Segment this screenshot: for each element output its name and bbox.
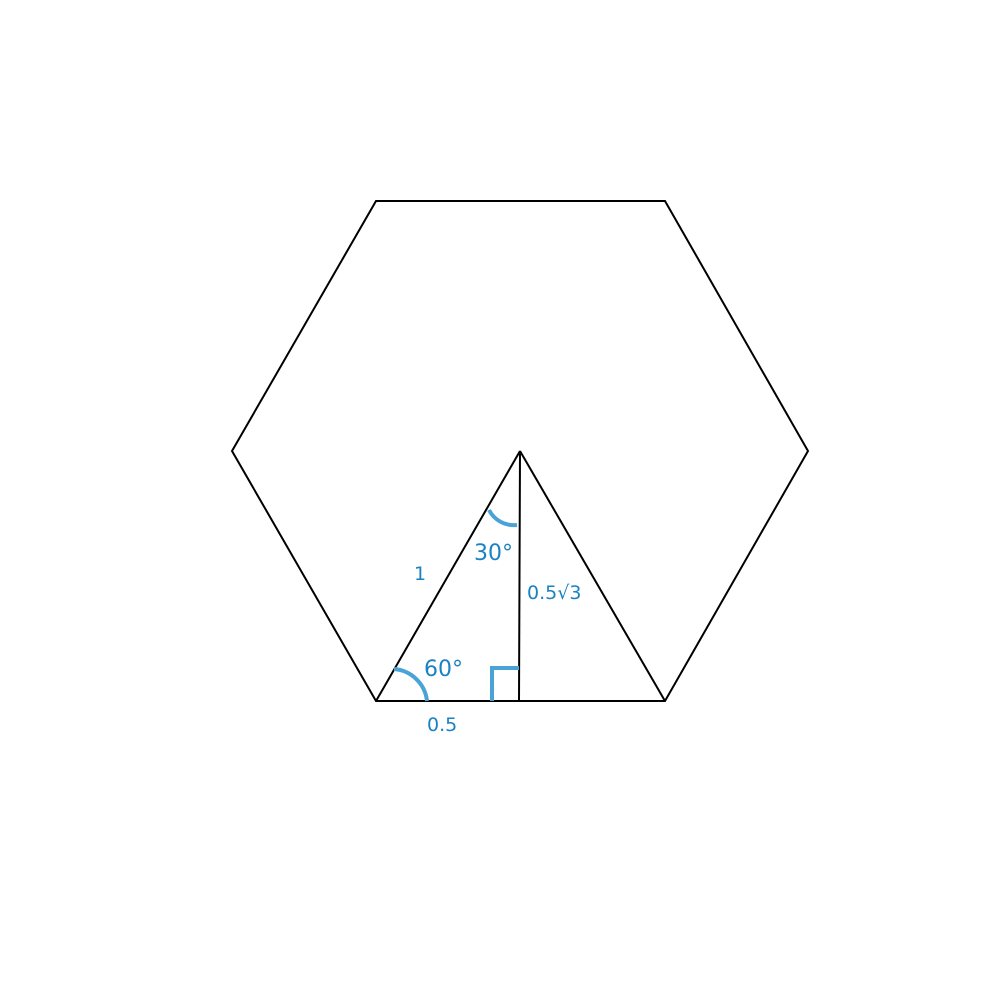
triangle-left-side [375, 450, 521, 702]
thirty-degree-label: 30° [474, 541, 513, 566]
thirty-degree-arc [487, 508, 518, 528]
height-label: 0.5√3 [527, 582, 581, 604]
base-half-label: 0.5 [427, 714, 457, 736]
hypotenuse-label: 1 [414, 563, 426, 585]
right-angle-marker [490, 666, 519, 701]
sixty-degree-arc [393, 667, 429, 702]
sixty-degree-label: 60° [424, 657, 463, 682]
triangle-right-side [519, 450, 666, 702]
altitude-line [518, 450, 521, 702]
